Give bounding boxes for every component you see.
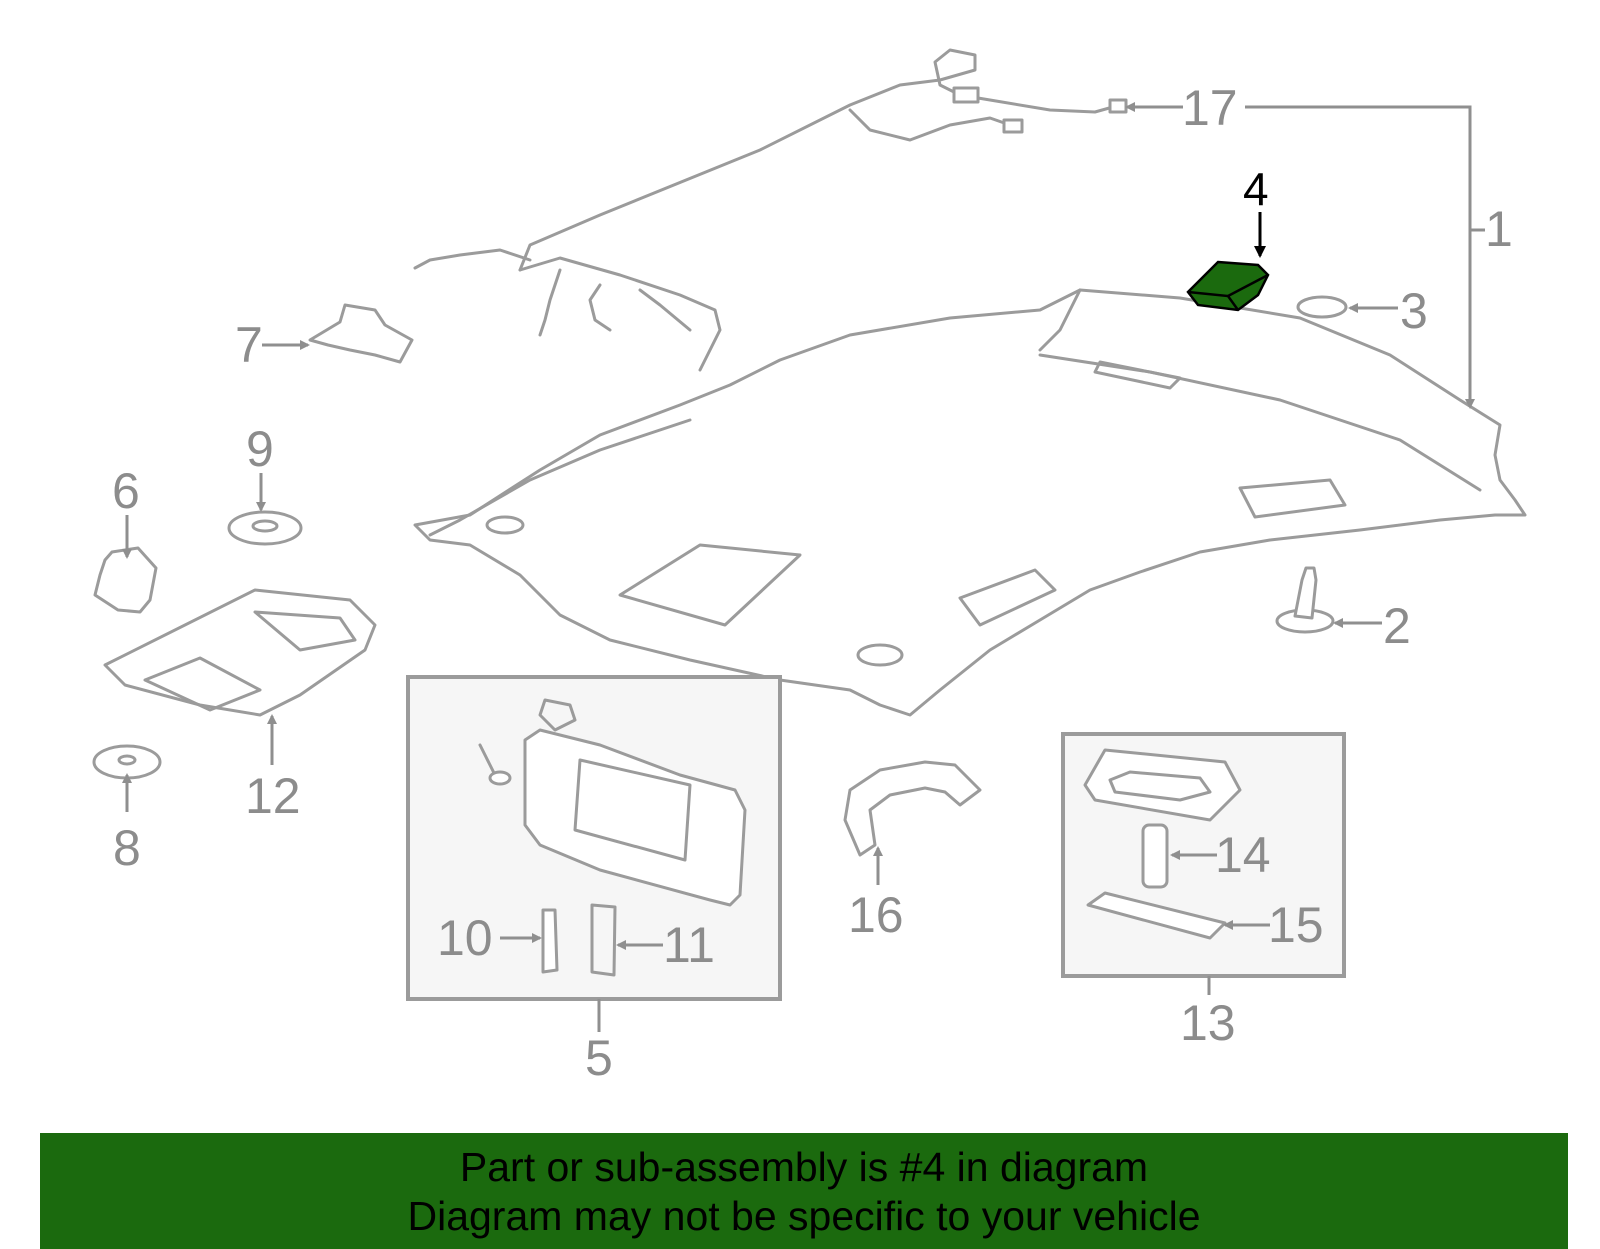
headliner-part-1 bbox=[413, 288, 1527, 717]
push-clip-part-2 bbox=[1275, 566, 1335, 634]
callout-5: 5 bbox=[585, 1030, 613, 1086]
callout-10: 10 bbox=[437, 910, 493, 966]
callout-15: 15 bbox=[1268, 897, 1324, 953]
banner-line-2: Diagram may not be specific to your vehi… bbox=[407, 1193, 1201, 1239]
callout-9: 9 bbox=[246, 421, 274, 477]
washer-part-8 bbox=[92, 744, 162, 780]
bracket-part-7 bbox=[308, 303, 414, 364]
callout-8: 8 bbox=[113, 820, 141, 876]
callout-11: 11 bbox=[663, 917, 715, 973]
grommet-part-3 bbox=[1296, 295, 1348, 319]
callout-17: 17 bbox=[1182, 80, 1238, 136]
clip-part-6 bbox=[93, 546, 158, 614]
leader-lines bbox=[122, 102, 1485, 1032]
callout-4: 4 bbox=[1243, 163, 1269, 215]
callout-16: 16 bbox=[848, 887, 904, 943]
callout-3: 3 bbox=[1400, 283, 1428, 339]
wiring-harness-part-17 bbox=[413, 48, 1128, 372]
grommet-part-9 bbox=[227, 510, 303, 546]
sunvisor-part-5 bbox=[478, 698, 747, 977]
dome-lamp-part-13 bbox=[1083, 748, 1242, 940]
banner-line-1: Part or sub-assembly is #4 in diagram bbox=[459, 1144, 1149, 1190]
callout-7: 7 bbox=[235, 317, 263, 373]
callout-1: 1 bbox=[1485, 201, 1513, 257]
info-banner: Part or sub-assembly is #4 in diagram Di… bbox=[40, 1133, 1568, 1249]
grab-handle-part-16 bbox=[843, 760, 982, 857]
callout-12: 12 bbox=[245, 768, 301, 824]
highlighted-part-4 bbox=[1186, 260, 1270, 312]
callout-14: 14 bbox=[1215, 827, 1271, 883]
callout-2: 2 bbox=[1383, 598, 1411, 654]
overhead-console-part-12 bbox=[103, 588, 377, 717]
callout-6: 6 bbox=[112, 463, 140, 519]
callout-13: 13 bbox=[1180, 995, 1236, 1051]
